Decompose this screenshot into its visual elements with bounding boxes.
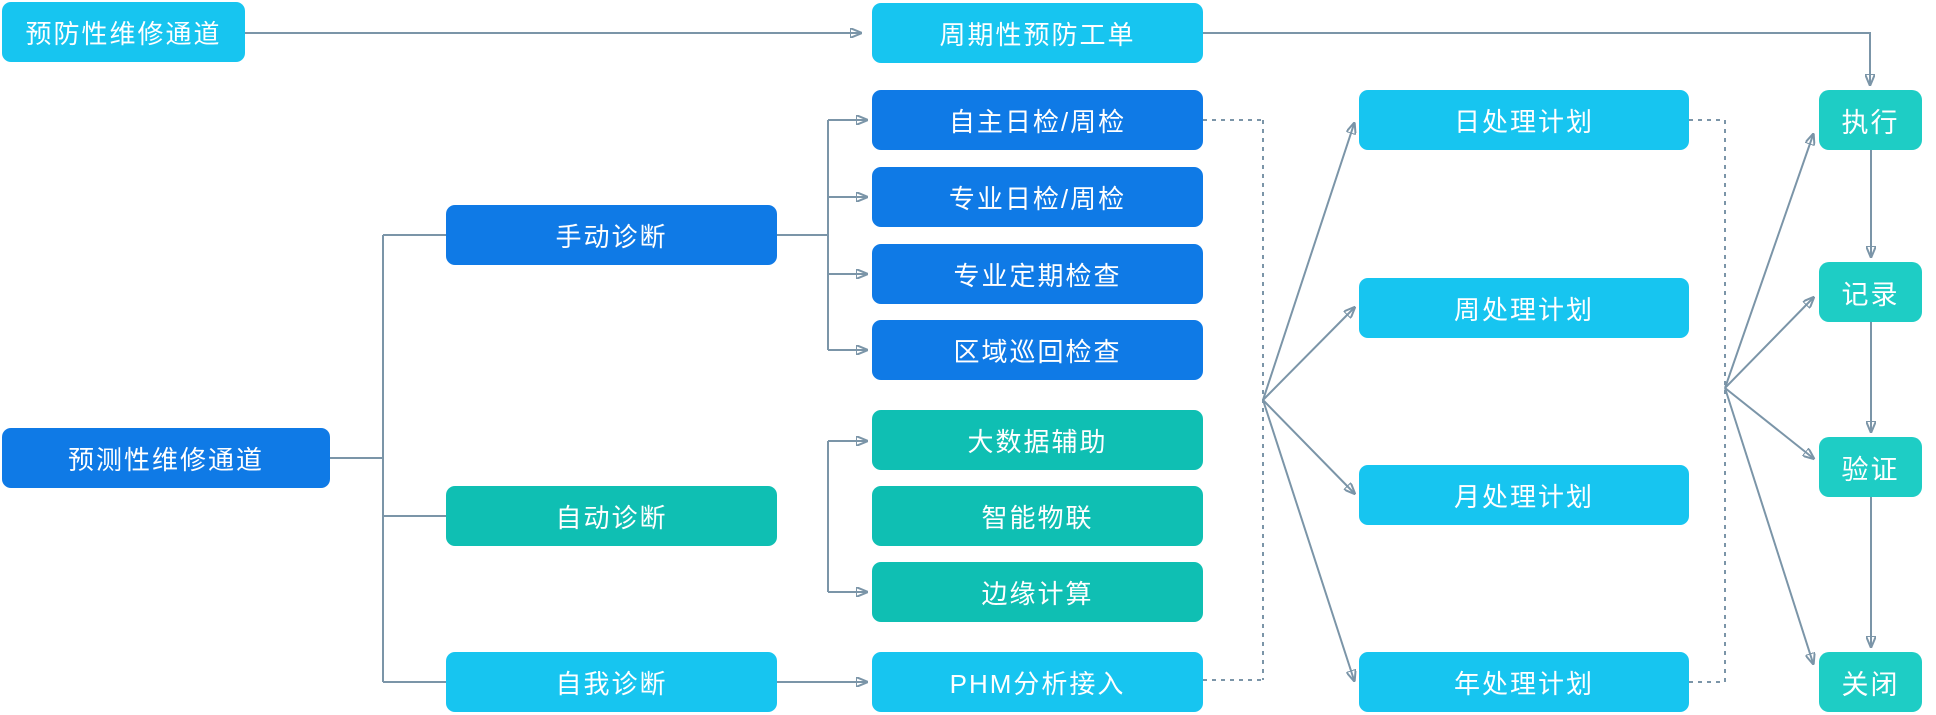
node-label: 专业定期检查	[953, 260, 1122, 291]
node-periodic-pm-order: 周期性预防工单	[872, 3, 1203, 63]
node-label: 大数据辅助	[967, 426, 1108, 457]
node-label: 自动诊断	[555, 502, 668, 533]
node-record: 记录	[1819, 262, 1922, 322]
node-label: 预测性维修通道	[67, 444, 264, 475]
arrow-yearly-plan	[1262, 399, 1354, 680]
node-edge-computing: 边缘计算	[872, 562, 1203, 622]
node-monthly-plan: 月处理计划	[1359, 465, 1689, 525]
arrow-monthly-plan	[1262, 399, 1354, 493]
node-auto-diagnosis: 自动诊断	[446, 486, 777, 546]
arrow-weekly-plan	[1262, 308, 1354, 401]
node-weekly-plan: 周处理计划	[1359, 278, 1689, 338]
node-pro-periodic-check: 专业定期检查	[872, 244, 1203, 304]
node-pro-daily-weekly-check: 专业日检/周检	[872, 167, 1203, 227]
edge-order-to-execute	[1203, 32, 1870, 84]
node-label: 周期性预防工单	[939, 19, 1136, 50]
node-label: 智能物联	[981, 502, 1094, 533]
node-label: 月处理计划	[1453, 481, 1594, 512]
node-label: 关闭	[1841, 669, 1900, 700]
node-smart-iot: 智能物联	[872, 486, 1203, 546]
node-label: 验证	[1841, 454, 1900, 485]
node-label: 记录	[1841, 279, 1900, 310]
node-phm-access: PHM分析接入	[872, 652, 1203, 712]
node-predictive-channel: 预测性维修通道	[2, 428, 330, 488]
node-label: 自主日检/周检	[948, 106, 1127, 137]
node-preventive-channel: 预防性维修通道	[2, 2, 245, 62]
node-label: 自我诊断	[555, 668, 668, 699]
arrow-verify	[1724, 387, 1813, 458]
node-big-data-assist: 大数据辅助	[872, 410, 1203, 470]
arrow-execute	[1724, 135, 1813, 389]
arrow-record	[1724, 298, 1813, 389]
node-label: 预防性维修通道	[25, 18, 222, 49]
node-label: 区域巡回检查	[953, 336, 1122, 367]
node-yearly-plan: 年处理计划	[1359, 652, 1689, 712]
node-label: 年处理计划	[1453, 668, 1594, 699]
node-daily-plan: 日处理计划	[1359, 90, 1689, 150]
node-verify: 验证	[1819, 437, 1922, 497]
node-label: 日处理计划	[1453, 106, 1594, 137]
node-area-patrol-check: 区域巡回检查	[872, 320, 1203, 380]
node-label: 边缘计算	[981, 578, 1094, 609]
node-label: 周处理计划	[1453, 294, 1594, 325]
node-label: PHM分析接入	[949, 668, 1126, 699]
node-self-daily-weekly-check: 自主日检/周检	[872, 90, 1203, 150]
arrow-close	[1724, 387, 1813, 663]
node-close: 关闭	[1819, 652, 1922, 712]
node-execute: 执行	[1819, 90, 1922, 150]
node-label: 执行	[1841, 107, 1900, 138]
node-label: 专业日检/周检	[948, 183, 1127, 214]
node-label: 手动诊断	[555, 221, 668, 252]
arrow-daily-plan	[1262, 124, 1354, 401]
node-self-diagnosis: 自我诊断	[446, 652, 777, 712]
node-manual-diagnosis: 手动诊断	[446, 205, 777, 265]
